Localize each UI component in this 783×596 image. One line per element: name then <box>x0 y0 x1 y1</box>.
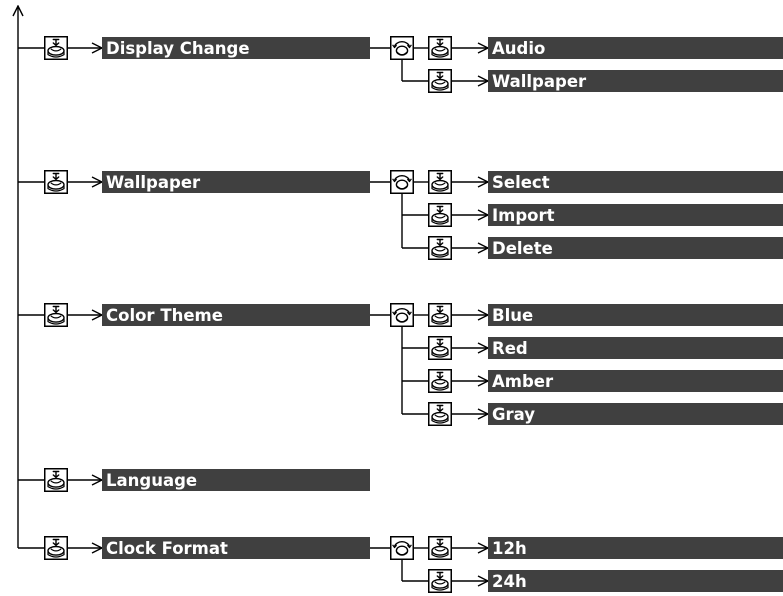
press-button-icon <box>44 536 68 560</box>
submenu-item-color-theme-blue-text: Blue <box>492 306 533 325</box>
submenu-item-display-change-audio-text: Audio <box>492 39 545 58</box>
submenu-item-wallpaper-select: Select <box>488 171 783 193</box>
menu-item-wallpaper-text: Wallpaper <box>106 173 201 192</box>
menu-item-display-change-bg <box>102 37 370 59</box>
menu-item-color-theme: Color Theme <box>102 304 370 326</box>
submenu-item-color-theme-amber-text: Amber <box>492 372 554 391</box>
submenu-item-wallpaper-import-bg <box>488 204 783 226</box>
submenu-item-wallpaper-delete: Delete <box>488 237 783 259</box>
press-button-icon <box>428 336 452 360</box>
submenu-item-color-theme-red-text: Red <box>492 339 528 358</box>
submenu-item-clock-format-12h-bg <box>488 537 783 559</box>
submenu-item-wallpaper-import: Import <box>488 204 783 226</box>
rotate-knob-icon <box>390 303 414 327</box>
rotate-knob-icon <box>390 36 414 60</box>
submenu-item-clock-format-24h-bg <box>488 570 783 592</box>
submenu-item-clock-format-24h: 24h <box>488 570 783 592</box>
submenu-item-clock-format-12h-text: 12h <box>492 539 527 558</box>
menu-item-wallpaper-bg <box>102 171 370 193</box>
press-button-icon <box>428 69 452 93</box>
menu-item-display-change: Display Change <box>102 37 370 59</box>
submenu-item-clock-format-24h-text: 24h <box>492 572 527 591</box>
submenu-item-display-change-audio-bg <box>488 37 783 59</box>
press-button-icon <box>428 303 452 327</box>
submenu-item-color-theme-gray: Gray <box>488 403 783 425</box>
press-button-icon <box>428 36 452 60</box>
submenu-item-display-change-wallpaper-bg <box>488 70 783 92</box>
menu-item-clock-format-text: Clock Format <box>106 539 228 558</box>
submenu-item-wallpaper-select-text: Select <box>492 173 550 192</box>
submenu-item-display-change-wallpaper: Wallpaper <box>488 70 783 92</box>
submenu-item-wallpaper-import-text: Import <box>492 206 555 225</box>
press-button-icon <box>428 369 452 393</box>
submenu-item-color-theme-red: Red <box>488 337 783 359</box>
press-button-icon <box>44 303 68 327</box>
menu-item-language-text: Language <box>106 471 197 490</box>
submenu-item-wallpaper-delete-text: Delete <box>492 239 553 258</box>
submenu-item-clock-format-12h: 12h <box>488 537 783 559</box>
menu-item-language: Language <box>102 469 370 491</box>
press-button-icon <box>44 170 68 194</box>
submenu-item-display-change-audio: Audio <box>488 37 783 59</box>
menu-item-color-theme-bg <box>102 304 370 326</box>
press-button-icon <box>428 236 452 260</box>
rotate-knob-icon <box>390 170 414 194</box>
press-button-icon <box>428 569 452 593</box>
submenu-item-color-theme-amber-bg <box>488 370 783 392</box>
submenu-item-color-theme-gray-text: Gray <box>492 405 535 424</box>
submenu-item-color-theme-gray-bg <box>488 403 783 425</box>
menu-item-color-theme-text: Color Theme <box>106 306 223 325</box>
menu-item-wallpaper: Wallpaper <box>102 171 370 193</box>
press-button-icon <box>44 468 68 492</box>
submenu-item-color-theme-amber: Amber <box>488 370 783 392</box>
menu-item-language-bg <box>102 469 370 491</box>
rotate-knob-icon <box>390 536 414 560</box>
press-button-icon <box>44 36 68 60</box>
submenu-item-color-theme-blue-bg <box>488 304 783 326</box>
menu-item-display-change-text: Display Change <box>106 39 250 58</box>
menu-item-clock-format: Clock Format <box>102 537 370 559</box>
submenu-item-display-change-wallpaper-text: Wallpaper <box>492 72 587 91</box>
submenu-item-color-theme-red-bg <box>488 337 783 359</box>
press-button-icon <box>428 203 452 227</box>
press-button-icon <box>428 402 452 426</box>
press-button-icon <box>428 170 452 194</box>
submenu-item-wallpaper-select-bg <box>488 171 783 193</box>
press-button-icon <box>428 536 452 560</box>
submenu-item-wallpaper-delete-bg <box>488 237 783 259</box>
menu-item-clock-format-bg <box>102 537 370 559</box>
submenu-item-color-theme-blue: Blue <box>488 304 783 326</box>
